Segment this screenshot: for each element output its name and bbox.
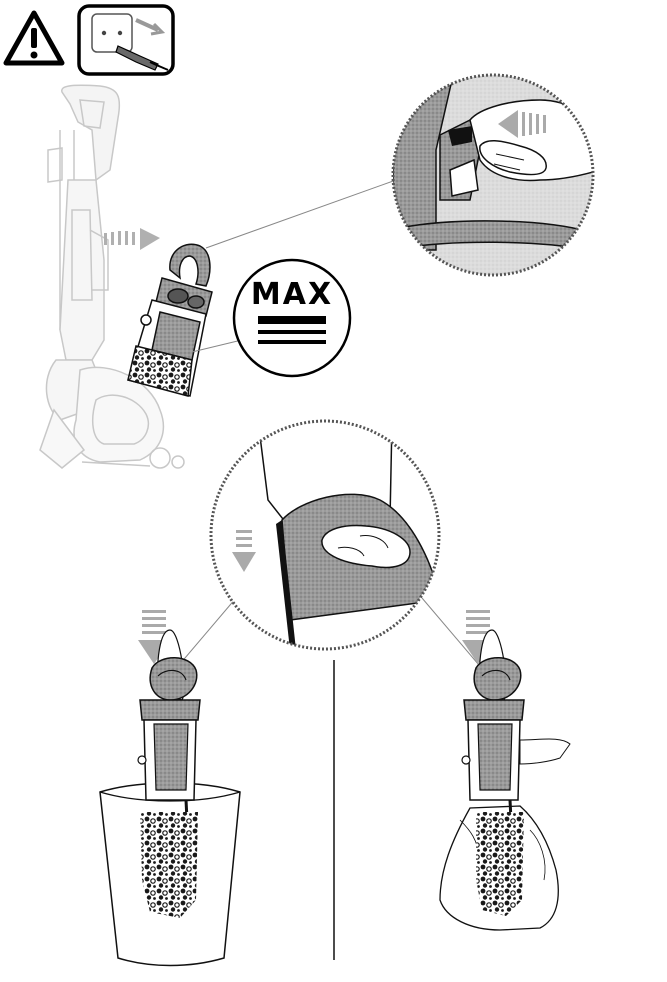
bin-press-release-detail-circle bbox=[209, 419, 441, 651]
bin-release-detail-circle bbox=[391, 73, 595, 277]
empty-into-plastic-bag bbox=[439, 610, 571, 931]
vacuum-cleaner-outline bbox=[39, 84, 185, 469]
max-label: MAX bbox=[251, 277, 333, 312]
warning-triangle-icon bbox=[3, 10, 65, 66]
remove-bin-arrow-icon bbox=[104, 228, 160, 250]
detached-clear-bin bbox=[127, 243, 213, 397]
unplug-from-socket-icon bbox=[77, 4, 175, 76]
max-fill-line-callout: MAX bbox=[191, 258, 352, 378]
empty-into-trash-can bbox=[99, 610, 241, 967]
